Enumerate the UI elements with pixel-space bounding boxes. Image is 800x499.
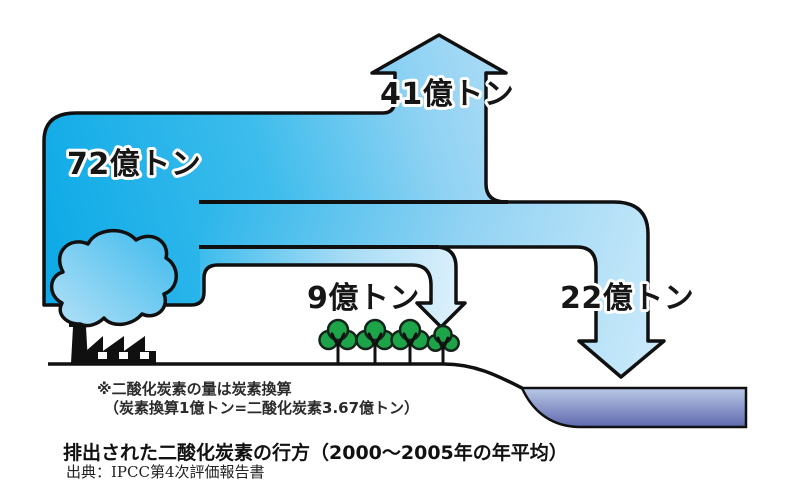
factory-window bbox=[140, 352, 149, 359]
label-ocean: 22億トン bbox=[560, 281, 694, 316]
label-emitted: 72億トン bbox=[67, 147, 201, 182]
diagram-caption: 排出された二酸化炭素の行方（2000～2005年の年平均） bbox=[63, 441, 568, 464]
flow-outline bbox=[42, 33, 666, 379]
ground-line bbox=[48, 362, 523, 390]
tree-icon bbox=[390, 318, 430, 366]
factory-icon bbox=[69, 321, 156, 363]
tree-icon bbox=[426, 324, 460, 366]
tree-icon bbox=[318, 318, 358, 366]
tree-canopy bbox=[326, 318, 350, 342]
tree-trunk bbox=[367, 332, 383, 366]
trees bbox=[318, 318, 460, 366]
factory-chimney bbox=[71, 327, 88, 363]
factory-window bbox=[98, 352, 107, 359]
tree-canopy bbox=[433, 324, 453, 345]
note-line-2: （炭素換算1億トン=二酸化炭素3.67億トン） bbox=[104, 399, 419, 417]
flow-shapes bbox=[42, 33, 666, 379]
label-atmosphere: 41億トン bbox=[380, 77, 514, 112]
tree-trunk bbox=[436, 336, 450, 366]
smoke-cloud-icon bbox=[49, 228, 178, 328]
diagram-source: 出典：IPCC第4次評価報告書 bbox=[66, 463, 265, 481]
tree-canopy bbox=[363, 318, 387, 342]
flow-emitted-to-atmosphere bbox=[44, 35, 506, 305]
tree-trunk bbox=[402, 332, 418, 366]
label-land: 9億トン bbox=[307, 281, 420, 316]
ocean-icon bbox=[520, 386, 748, 429]
note-line-1: ※二酸化炭素の量は炭素換算 bbox=[97, 380, 292, 398]
factory-windows bbox=[98, 352, 149, 359]
tree-trunk bbox=[330, 332, 346, 366]
factory-window bbox=[119, 352, 128, 359]
tree-icon bbox=[355, 318, 395, 366]
flow-branch-to-land bbox=[191, 247, 465, 327]
tree-canopy bbox=[398, 318, 422, 342]
